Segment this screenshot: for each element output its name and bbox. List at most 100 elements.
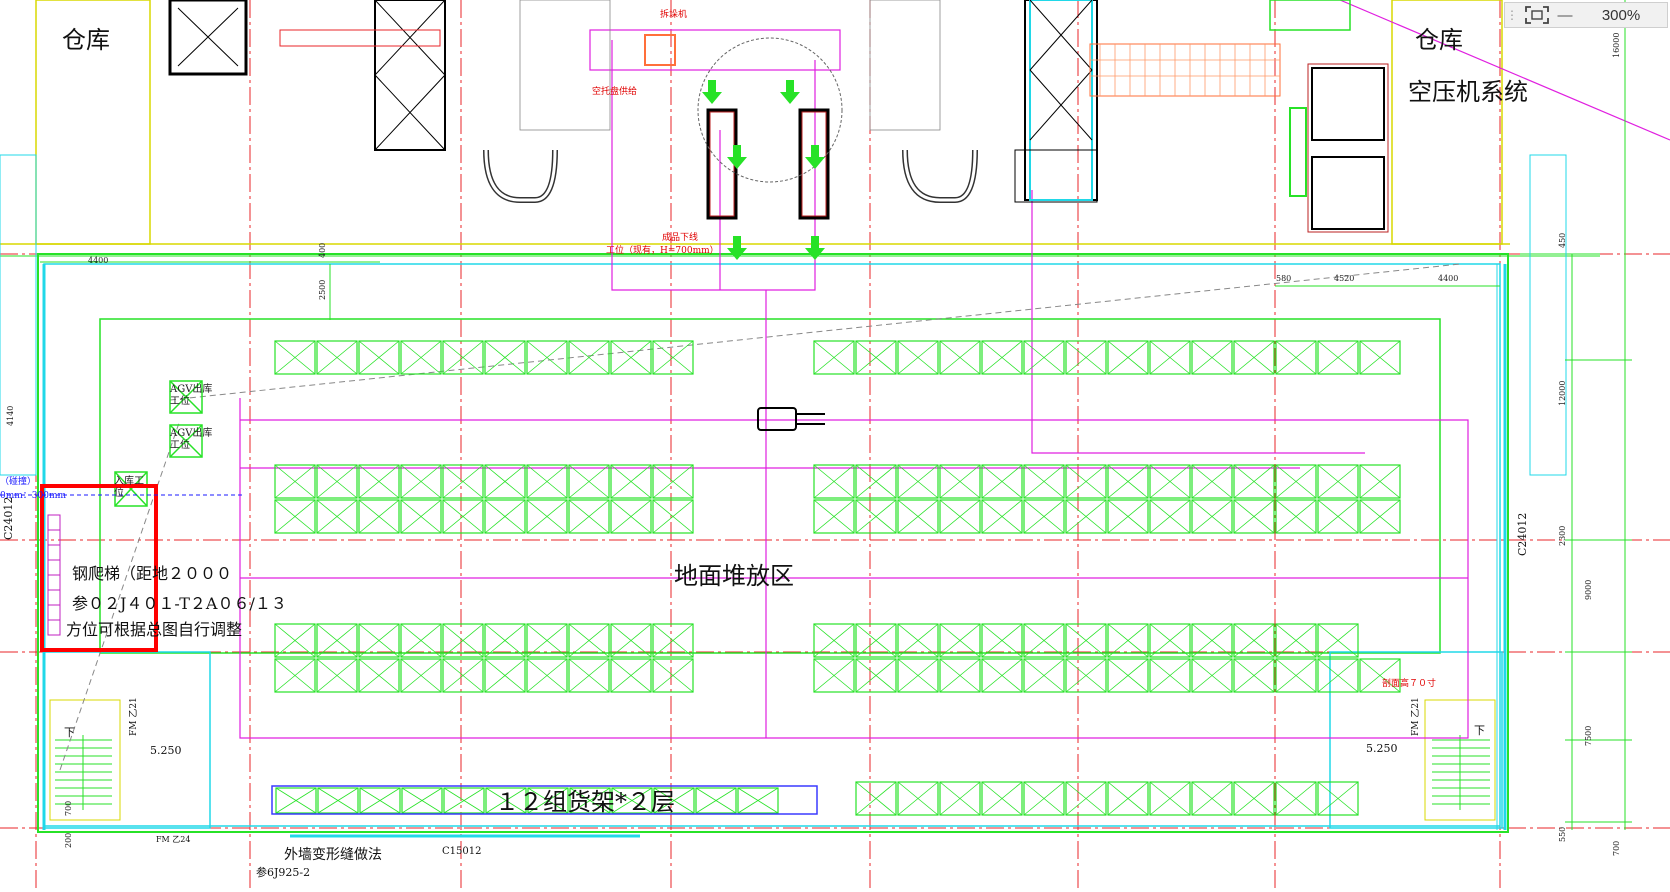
rack-cell-cross: [1191, 340, 1233, 375]
rack-cell-cross: [1149, 499, 1191, 534]
dim-right-9000: 9000: [1584, 579, 1593, 600]
rack-cell: [358, 658, 400, 693]
rack-cell: [1191, 499, 1233, 534]
rack-cell: [1149, 658, 1191, 693]
rack-cell: [484, 499, 526, 534]
dim-right-7500: 7500: [1584, 725, 1593, 746]
rack-cell: [1107, 499, 1149, 534]
rack-cell-cross: [316, 499, 358, 534]
rack-cell-cross: [813, 658, 855, 693]
door-fm-left: FM 乙21: [129, 697, 139, 736]
rack-cell-cross: [1359, 340, 1401, 375]
dimension-lines-right: [40, 0, 1632, 830]
rack-cell: [813, 658, 855, 693]
rack-cell-cross: [1191, 781, 1233, 816]
building-walls: [0, 0, 1600, 838]
dim-right-550: 550: [1558, 826, 1567, 842]
rack-cell: [1023, 464, 1065, 499]
rack-cell: [400, 499, 442, 534]
blue-label-mm: 0mm：300mm: [0, 491, 67, 501]
rack-cell-cross: [274, 464, 316, 499]
dim-top-mid: 400: [318, 242, 327, 258]
rack-cell-cross: [981, 499, 1023, 534]
rack-cell-cross: [897, 340, 939, 375]
rack-cell-cross: [652, 340, 694, 375]
rack-cell-cross: [939, 781, 981, 816]
rack-cell: [526, 623, 568, 658]
drag-handle-icon[interactable]: ⋮: [1506, 8, 1518, 22]
rack-cell-cross: [1065, 340, 1107, 375]
rack-cell: [737, 787, 779, 814]
rack-cell: [568, 499, 610, 534]
rack-cell-cross: [400, 623, 442, 658]
rack-cell: [569, 787, 611, 814]
rack-cell: [1107, 340, 1149, 375]
rack-cell: [897, 658, 939, 693]
rack-cell: [939, 499, 981, 534]
stair-left: [55, 735, 112, 810]
wall-note-code-right: C24012: [1516, 512, 1529, 556]
rack-cell: [1065, 658, 1107, 693]
rack-cell-cross: [443, 787, 485, 814]
rack-cell-cross: [1275, 340, 1317, 375]
rack-cell: [1233, 658, 1275, 693]
rack-cell-cross: [274, 340, 316, 375]
rack-cell-cross: [1317, 464, 1359, 499]
rack-cell-cross: [1233, 623, 1275, 658]
rack-cell: [274, 658, 316, 693]
zoom-out-button[interactable]: —: [1557, 6, 1573, 24]
top-equipment: [168, 0, 1389, 233]
rack-cell-cross: [855, 658, 897, 693]
rack-cell-cross: [568, 464, 610, 499]
rack-cell-cross: [484, 623, 526, 658]
dim-left-2500: 2500: [318, 279, 327, 300]
dim-top-4400b: 4400: [1438, 274, 1459, 283]
rack-cell: [526, 340, 568, 375]
rack-cell-cross: [526, 658, 568, 693]
rack-cell: [316, 464, 358, 499]
rack-cell-cross: [1275, 623, 1317, 658]
rack-cell-cross: [855, 340, 897, 375]
rack-cell-cross: [610, 499, 652, 534]
rack-cell-cross: [316, 340, 358, 375]
rack-cell-cross: [1065, 464, 1107, 499]
rack-cell-cross: [897, 623, 939, 658]
rack-cell-cross: [358, 623, 400, 658]
rack-cell-cross: [897, 781, 939, 816]
rack-cell: [1191, 340, 1233, 375]
rack-cell: [652, 623, 694, 658]
rack-cell-cross: [1317, 658, 1359, 693]
rack-cell: [1275, 340, 1317, 375]
rack-cell: [939, 623, 981, 658]
rack-cell-cross: [526, 464, 568, 499]
rack-cell: [1317, 623, 1359, 658]
rack-cell: [981, 499, 1023, 534]
rack-cell: [358, 623, 400, 658]
rack-cell: [610, 499, 652, 534]
flow-arrows: [702, 80, 825, 260]
rack-cell-cross: [316, 658, 358, 693]
rack-cell: [400, 464, 442, 499]
rack-cell-cross: [1023, 464, 1065, 499]
fit-page-icon[interactable]: [1519, 3, 1555, 27]
rack-cell-cross: [939, 464, 981, 499]
rack-cell: [1107, 623, 1149, 658]
rack-cell-cross: [1023, 623, 1065, 658]
rack-cell: [1233, 464, 1275, 499]
station-label-agv2: AGV出库工位: [170, 428, 213, 451]
rack-cell: [484, 464, 526, 499]
elevation-right: 5.250: [1366, 742, 1398, 755]
rack-cell: [1107, 464, 1149, 499]
rack-cell: [855, 781, 897, 816]
zoom-level[interactable]: 300%: [1601, 6, 1641, 24]
rack-cell-cross: [652, 464, 694, 499]
rack-cell: [274, 499, 316, 534]
rack-cell: [1149, 781, 1191, 816]
rack-cell-cross: [1023, 781, 1065, 816]
rack-cell: [981, 464, 1023, 499]
rack-cell-cross: [939, 623, 981, 658]
rack-cell: [653, 787, 695, 814]
highlight-box[interactable]: [40, 484, 158, 652]
